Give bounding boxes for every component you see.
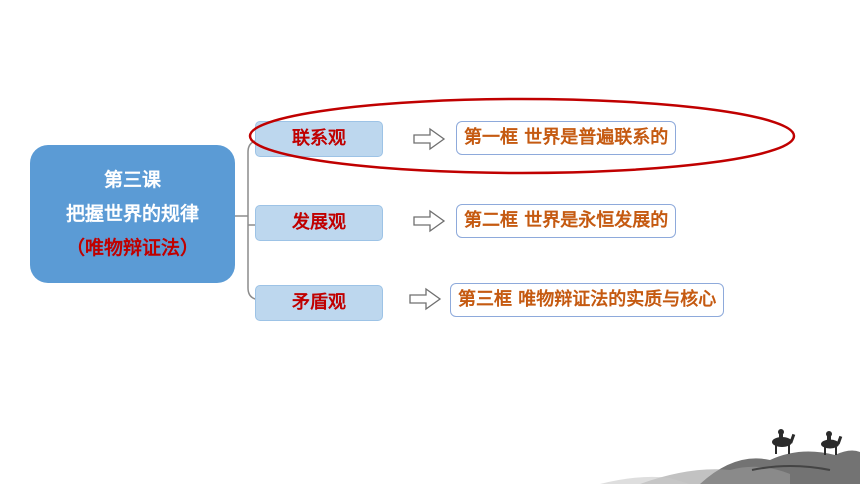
arrow-right-icon [413,127,446,151]
ink-landscape-decoration [600,450,860,484]
lesson-title: 把握世界的规律 [65,203,199,225]
category-contradiction-view: 矛盾观 [255,285,383,321]
arrow-right-icon [413,209,446,233]
category-connection-view: 联系观 [255,121,383,157]
category-development-view: 发展观 [255,205,383,241]
lesson-number: 第三课 [103,169,161,191]
topic-frame-3: 第三框 唯物辩证法的实质与核心 [450,283,725,317]
lesson-title-box: 第三课 把握世界的规律 （唯物辩证法） [30,145,235,283]
arrow-right-icon [409,287,442,311]
topic-frame-1: 第一框 世界是普遍联系的 [456,121,677,155]
topic-frame-2: 第二框 世界是永恒发展的 [456,204,677,238]
horse-rider-icon [821,431,843,455]
horse-rider-icon [772,429,796,454]
lesson-subtitle: （唯物辩证法） [65,237,199,259]
